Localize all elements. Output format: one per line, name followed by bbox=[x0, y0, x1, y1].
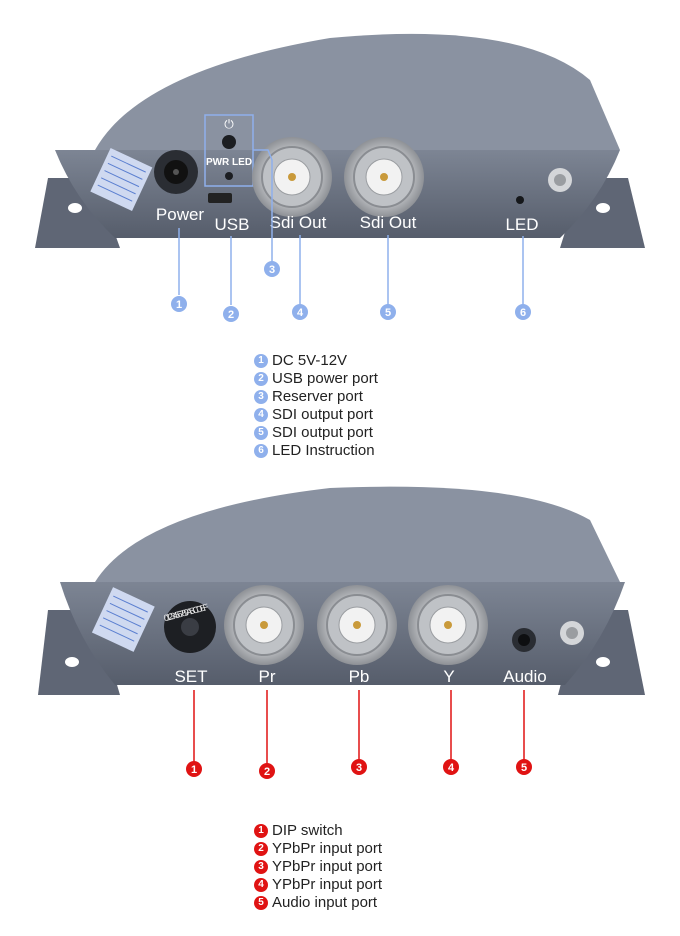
sdi-out-1-connector bbox=[252, 137, 332, 217]
bottom-callout-lines bbox=[193, 690, 525, 764]
pr-connector bbox=[224, 585, 304, 665]
svg-text:4: 4 bbox=[448, 762, 455, 774]
left-screw-hole bbox=[68, 203, 82, 213]
usb-label: USB bbox=[215, 215, 250, 234]
power-label: Power bbox=[156, 205, 205, 224]
bottom-device-section: 0123456789ABCDEF SET Pr Pb Y bbox=[0, 480, 680, 810]
audio-label: Audio bbox=[503, 667, 546, 686]
sdi-out-2-label: Sdi Out bbox=[360, 213, 417, 232]
svg-text:3: 3 bbox=[269, 264, 275, 276]
pb-label: Pb bbox=[349, 667, 370, 686]
bottom-callout-2: 2 bbox=[259, 763, 275, 779]
led-indicator bbox=[516, 196, 524, 204]
svg-text:5: 5 bbox=[521, 762, 527, 774]
set-label: SET bbox=[174, 667, 207, 686]
top-callout-6: 6 bbox=[515, 304, 531, 320]
top-cover bbox=[95, 33, 620, 150]
power-symbol-icon: ⏻ bbox=[224, 117, 234, 131]
bottom-callout-3: 3 bbox=[351, 759, 367, 775]
top-device-section: ⏻ PWR LED Power USB Sdi Out Sdi Out LED bbox=[0, 0, 680, 340]
pwr-led-label: PWR LED bbox=[206, 157, 252, 168]
bottom-callout-1: 1 bbox=[186, 761, 202, 777]
usb-port bbox=[208, 193, 232, 203]
serial-sticker bbox=[91, 587, 155, 652]
top-cover bbox=[95, 486, 620, 582]
right-screw-hole bbox=[596, 657, 610, 667]
led-label: LED bbox=[505, 215, 538, 234]
top-callout-4: 4 bbox=[292, 304, 308, 320]
svg-text:2: 2 bbox=[264, 766, 270, 778]
svg-text:2: 2 bbox=[228, 309, 234, 321]
top-device-image: ⏻ PWR LED Power USB Sdi Out Sdi Out LED bbox=[35, 33, 645, 322]
top-callout-1: 1 bbox=[171, 296, 187, 312]
bottom-callout-5: 5 bbox=[516, 759, 532, 775]
right-screw-hole bbox=[596, 203, 610, 213]
y-label: Y bbox=[443, 667, 454, 686]
bottom-callout-4: 4 bbox=[443, 759, 459, 775]
top-callout-2: 2 bbox=[223, 306, 239, 322]
top-callout-lines bbox=[178, 149, 524, 305]
svg-text:5: 5 bbox=[385, 307, 391, 319]
svg-text:4: 4 bbox=[297, 307, 304, 319]
bottom-device-image: 0123456789ABCDEF SET Pr Pb Y bbox=[38, 486, 645, 779]
svg-text:1: 1 bbox=[176, 299, 182, 311]
sdi-out-1-label: Sdi Out bbox=[270, 213, 327, 232]
pr-label: Pr bbox=[259, 667, 276, 686]
dip-switch-dial: 0123456789ABCDEF bbox=[163, 601, 216, 653]
serial-sticker bbox=[90, 148, 153, 211]
left-screw-hole bbox=[65, 657, 79, 667]
top-callout-3: 3 bbox=[264, 261, 280, 277]
svg-text:1: 1 bbox=[191, 764, 197, 776]
svg-text:6: 6 bbox=[520, 307, 526, 319]
y-connector bbox=[408, 585, 488, 665]
pb-connector bbox=[317, 585, 397, 665]
top-callout-5: 5 bbox=[380, 304, 396, 320]
sdi-out-2-connector bbox=[344, 137, 424, 217]
svg-text:3: 3 bbox=[356, 762, 362, 774]
